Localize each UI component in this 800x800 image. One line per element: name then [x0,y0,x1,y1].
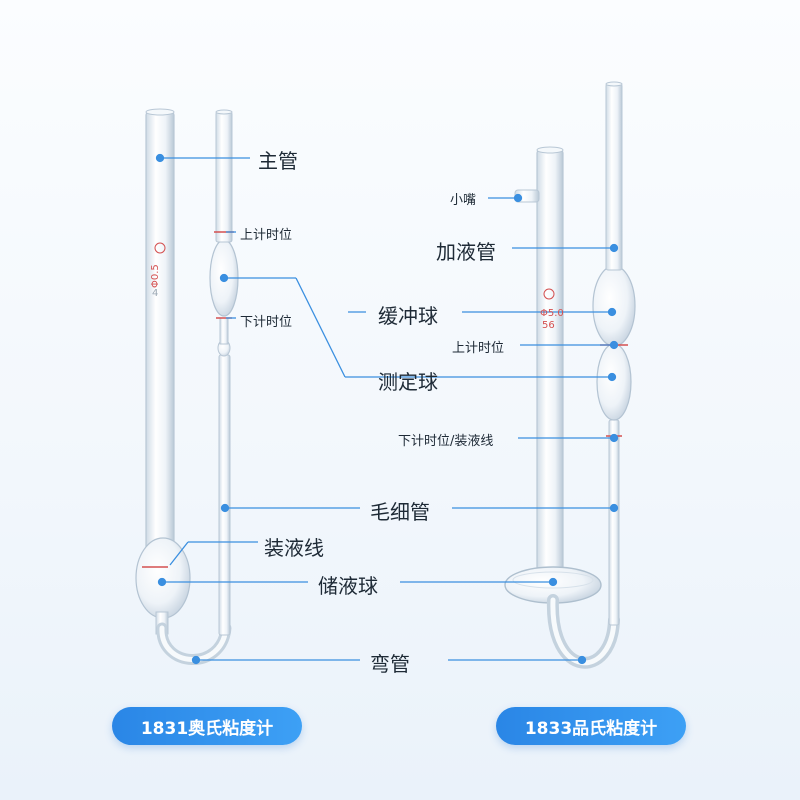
right-capillary [608,419,620,626]
left-caption-pill: 1831奥氏粘度计 [112,707,302,745]
left-glass-mark-count: 4 [152,288,159,299]
leader-lines [155,153,619,665]
label-main-tube: 主管 [258,149,298,173]
right-viscometer [504,81,636,669]
label-capillary: 毛细管 [370,500,430,524]
label-fill-line: 装液线 [264,536,324,560]
right-filling-tube [605,83,623,271]
label-reservoir-bulb: 储液球 [318,574,378,598]
label-left-upper-timing: 上计时位 [240,228,293,243]
right-main-tube [536,149,564,571]
label-right-upper-timing: 上计时位 [452,341,505,356]
left-glass-mark-size: Φ0.5 [150,264,161,288]
left-main-tube [145,111,175,553]
right-glass-mark-size: Φ5.0 [540,308,564,319]
right-glass-mark-count: 56 [542,320,555,331]
label-u-bend: 弯管 [370,652,410,676]
right-measuring-bulb [596,343,632,421]
right-caption-pill: 1833品氏粘度计 [496,707,686,745]
label-filling-tube: 加液管 [436,240,496,264]
label-buffer-bulb: 缓冲球 [378,304,438,328]
label-right-lower-timing-fill: 下计时位/装液线 [398,434,494,449]
left-capillary [218,354,231,636]
label-left-lower-timing: 下计时位 [240,315,293,330]
label-measuring-bulb: 测定球 [378,370,438,394]
left-viscometer [135,108,239,665]
right-buffer-bulb [592,265,636,347]
label-nozzle: 小嘴 [450,193,477,208]
